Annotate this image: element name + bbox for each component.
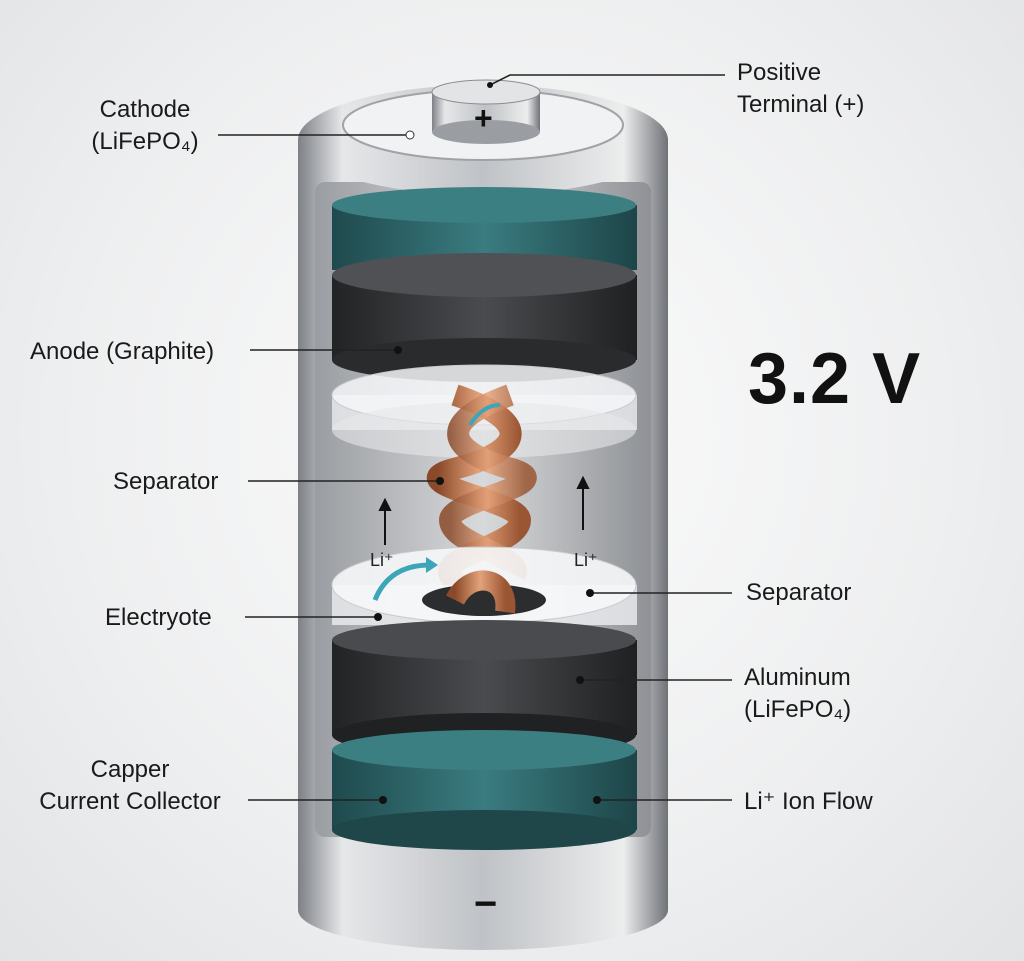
cathode-label-line2: (LiFePO₄) (91, 128, 199, 155)
positive-terminal-label: Positive Terminal (+) (737, 57, 864, 121)
positive-label-line1: Positive (737, 59, 822, 86)
cathode-label-line1: Cathode (99, 96, 191, 123)
cathode-label: Cathode (LiFePO₄) (75, 94, 215, 158)
current-collector-label: Capper Current Collector (20, 754, 240, 818)
ion-flow-arrow (372, 562, 431, 601)
aluminum-label-line1: Aluminum (744, 664, 851, 691)
separator-right-label: Separator (746, 579, 852, 606)
collector-label-line2: Current Collector (39, 788, 221, 815)
ion-flow-label: Li⁺ Ion Flow (744, 788, 873, 815)
positive-label-line2: Terminal (+) (737, 91, 865, 118)
ion-label-right: Li⁺ (574, 550, 598, 570)
anode-label: Anode (Graphite) (30, 338, 215, 365)
plus-sign: + (474, 100, 493, 136)
leader-lines (218, 74, 732, 801)
aluminum-label-line2: (LiFePO₄) (744, 696, 852, 723)
aluminum-label: Aluminum (LiFePO₄) (744, 662, 851, 726)
up-arrows (378, 475, 590, 545)
leader-dots (374, 82, 601, 804)
voltage-label: 3.2 V (748, 339, 922, 419)
collector-label-line1: Capper (90, 756, 170, 783)
ion-label-left: Li⁺ (370, 550, 394, 570)
minus-sign: − (474, 882, 498, 926)
electrolyte-label: Electryote (105, 604, 212, 631)
separator-left-label: Separator (113, 468, 219, 495)
